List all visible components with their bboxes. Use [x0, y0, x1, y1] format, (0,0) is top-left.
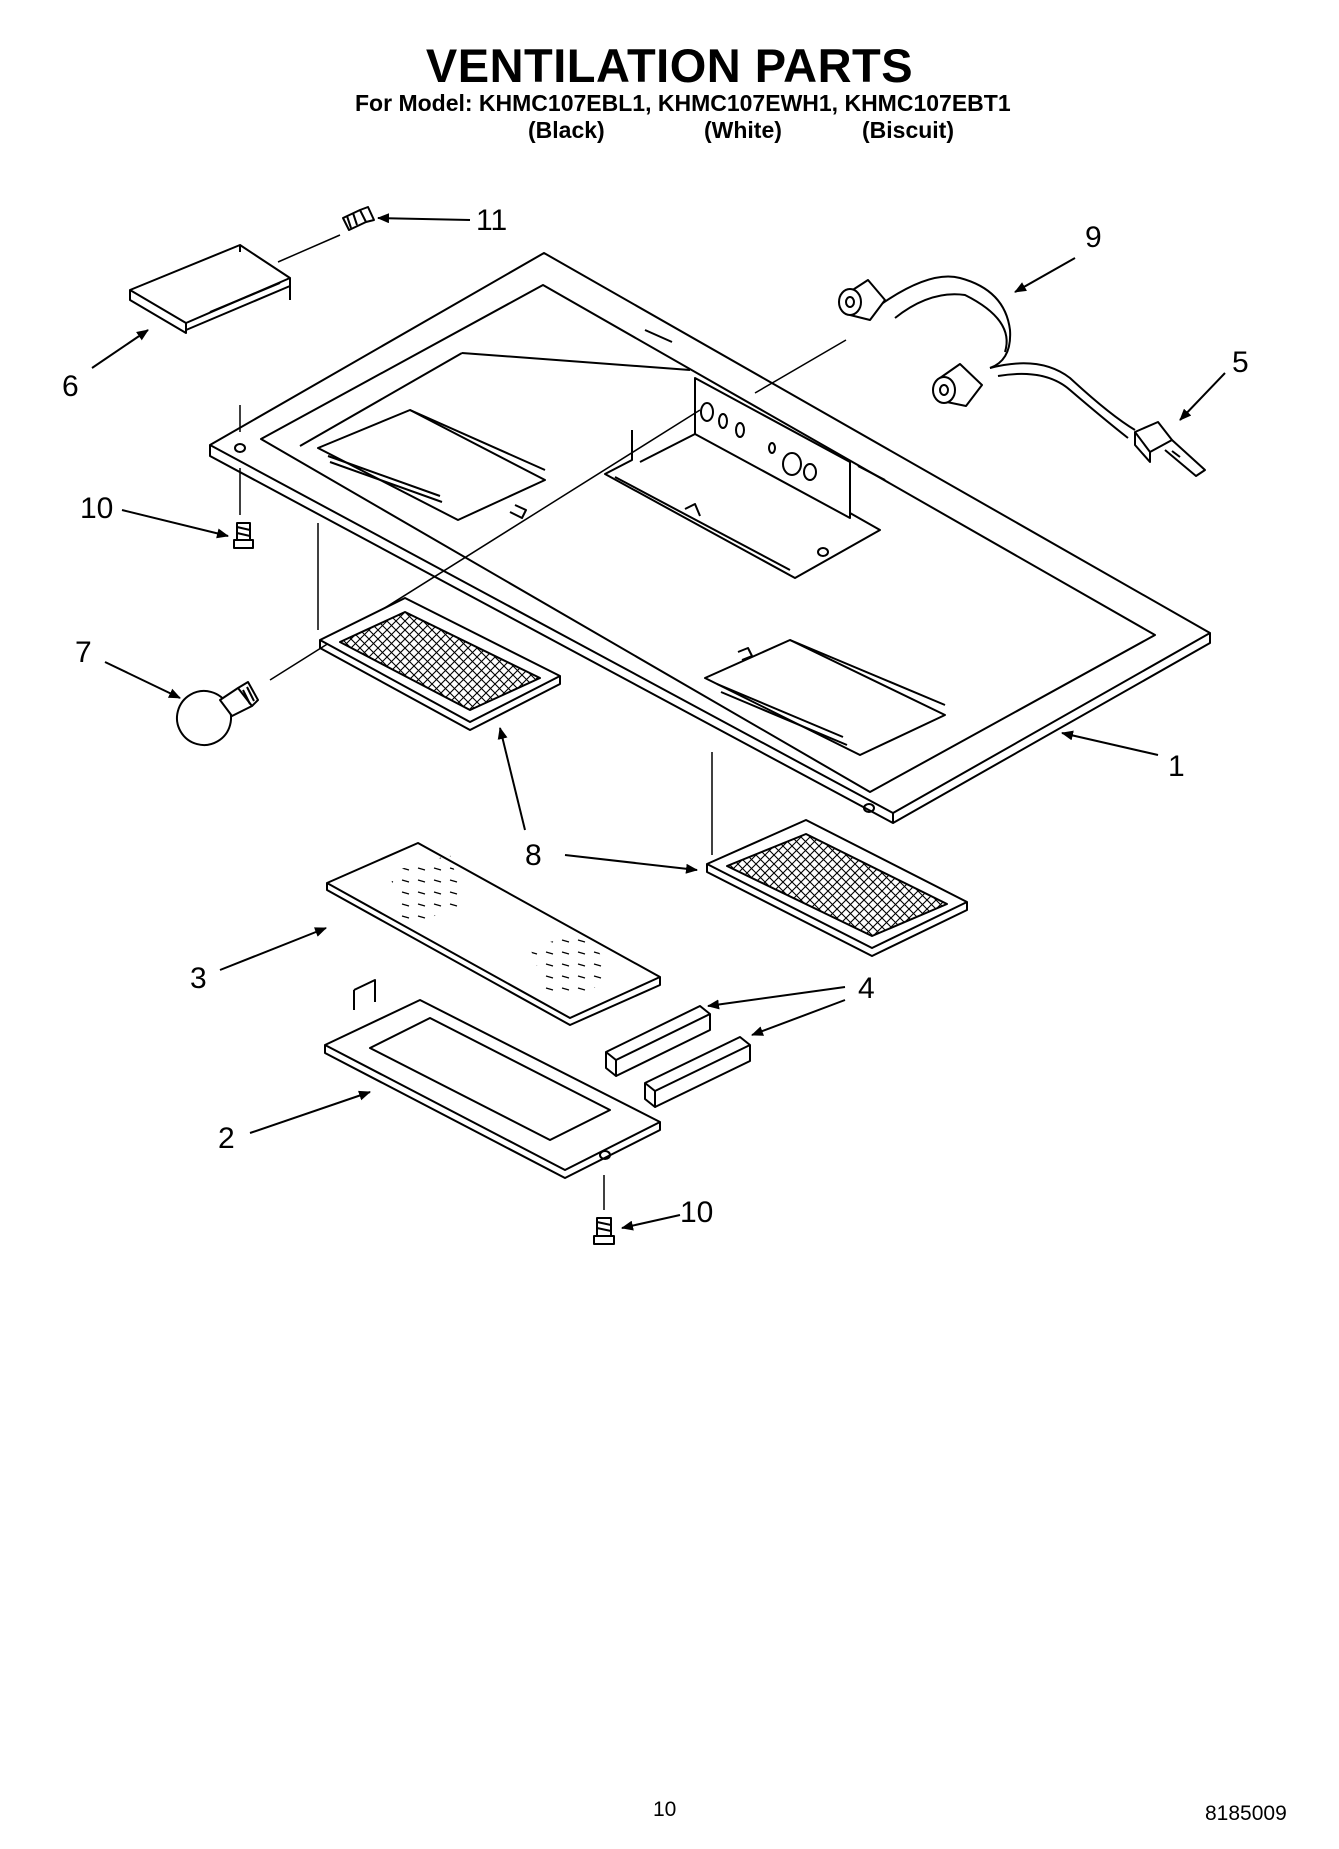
- color-white: (White): [704, 117, 782, 143]
- color-black: (Black): [528, 117, 605, 143]
- callout-8: 8: [525, 839, 542, 872]
- page-title: VENTILATION PARTS: [425, 39, 914, 92]
- callout-1: 1: [1168, 750, 1185, 783]
- leader-arrows: [91, 213, 1226, 1231]
- callout-7: 7: [75, 636, 92, 669]
- screw-part-10-lower: [593, 1217, 615, 1245]
- callout-labels: 11 9 5 6 10 7 1 8 3 4 2 10: [62, 204, 1249, 1229]
- grease-filter-right: [706, 819, 968, 957]
- callout-6: 6: [62, 370, 79, 403]
- callout-5: 5: [1232, 346, 1249, 379]
- grease-filter-left: [319, 597, 561, 731]
- page-number: 10: [653, 1798, 677, 1821]
- callout-10-upper: 10: [80, 492, 113, 525]
- callout-11: 11: [476, 204, 507, 237]
- screw-part-10-upper: [233, 522, 254, 549]
- model-list: For Model: KHMC107EBL1, KHMC107EWH1, KHM…: [355, 90, 1011, 116]
- vent-grille-frame: [209, 252, 1211, 824]
- wire-harness-part-9: [838, 275, 1206, 477]
- callout-10-lower: 10: [680, 1196, 713, 1229]
- color-biscuit: (Biscuit): [862, 117, 954, 143]
- callout-3: 3: [190, 962, 207, 995]
- callout-4: 4: [858, 972, 875, 1005]
- bracket-part-6: [129, 244, 291, 334]
- panel-part-3: [326, 842, 661, 1026]
- callout-9: 9: [1085, 221, 1102, 254]
- callout-2: 2: [218, 1122, 235, 1155]
- light-bulb-part-7: [176, 681, 259, 746]
- spacer-part-4: [605, 1005, 751, 1108]
- tray-part-2: [324, 979, 661, 1179]
- document-number: 8185009: [1205, 1802, 1287, 1825]
- screw-part-11: [342, 206, 375, 231]
